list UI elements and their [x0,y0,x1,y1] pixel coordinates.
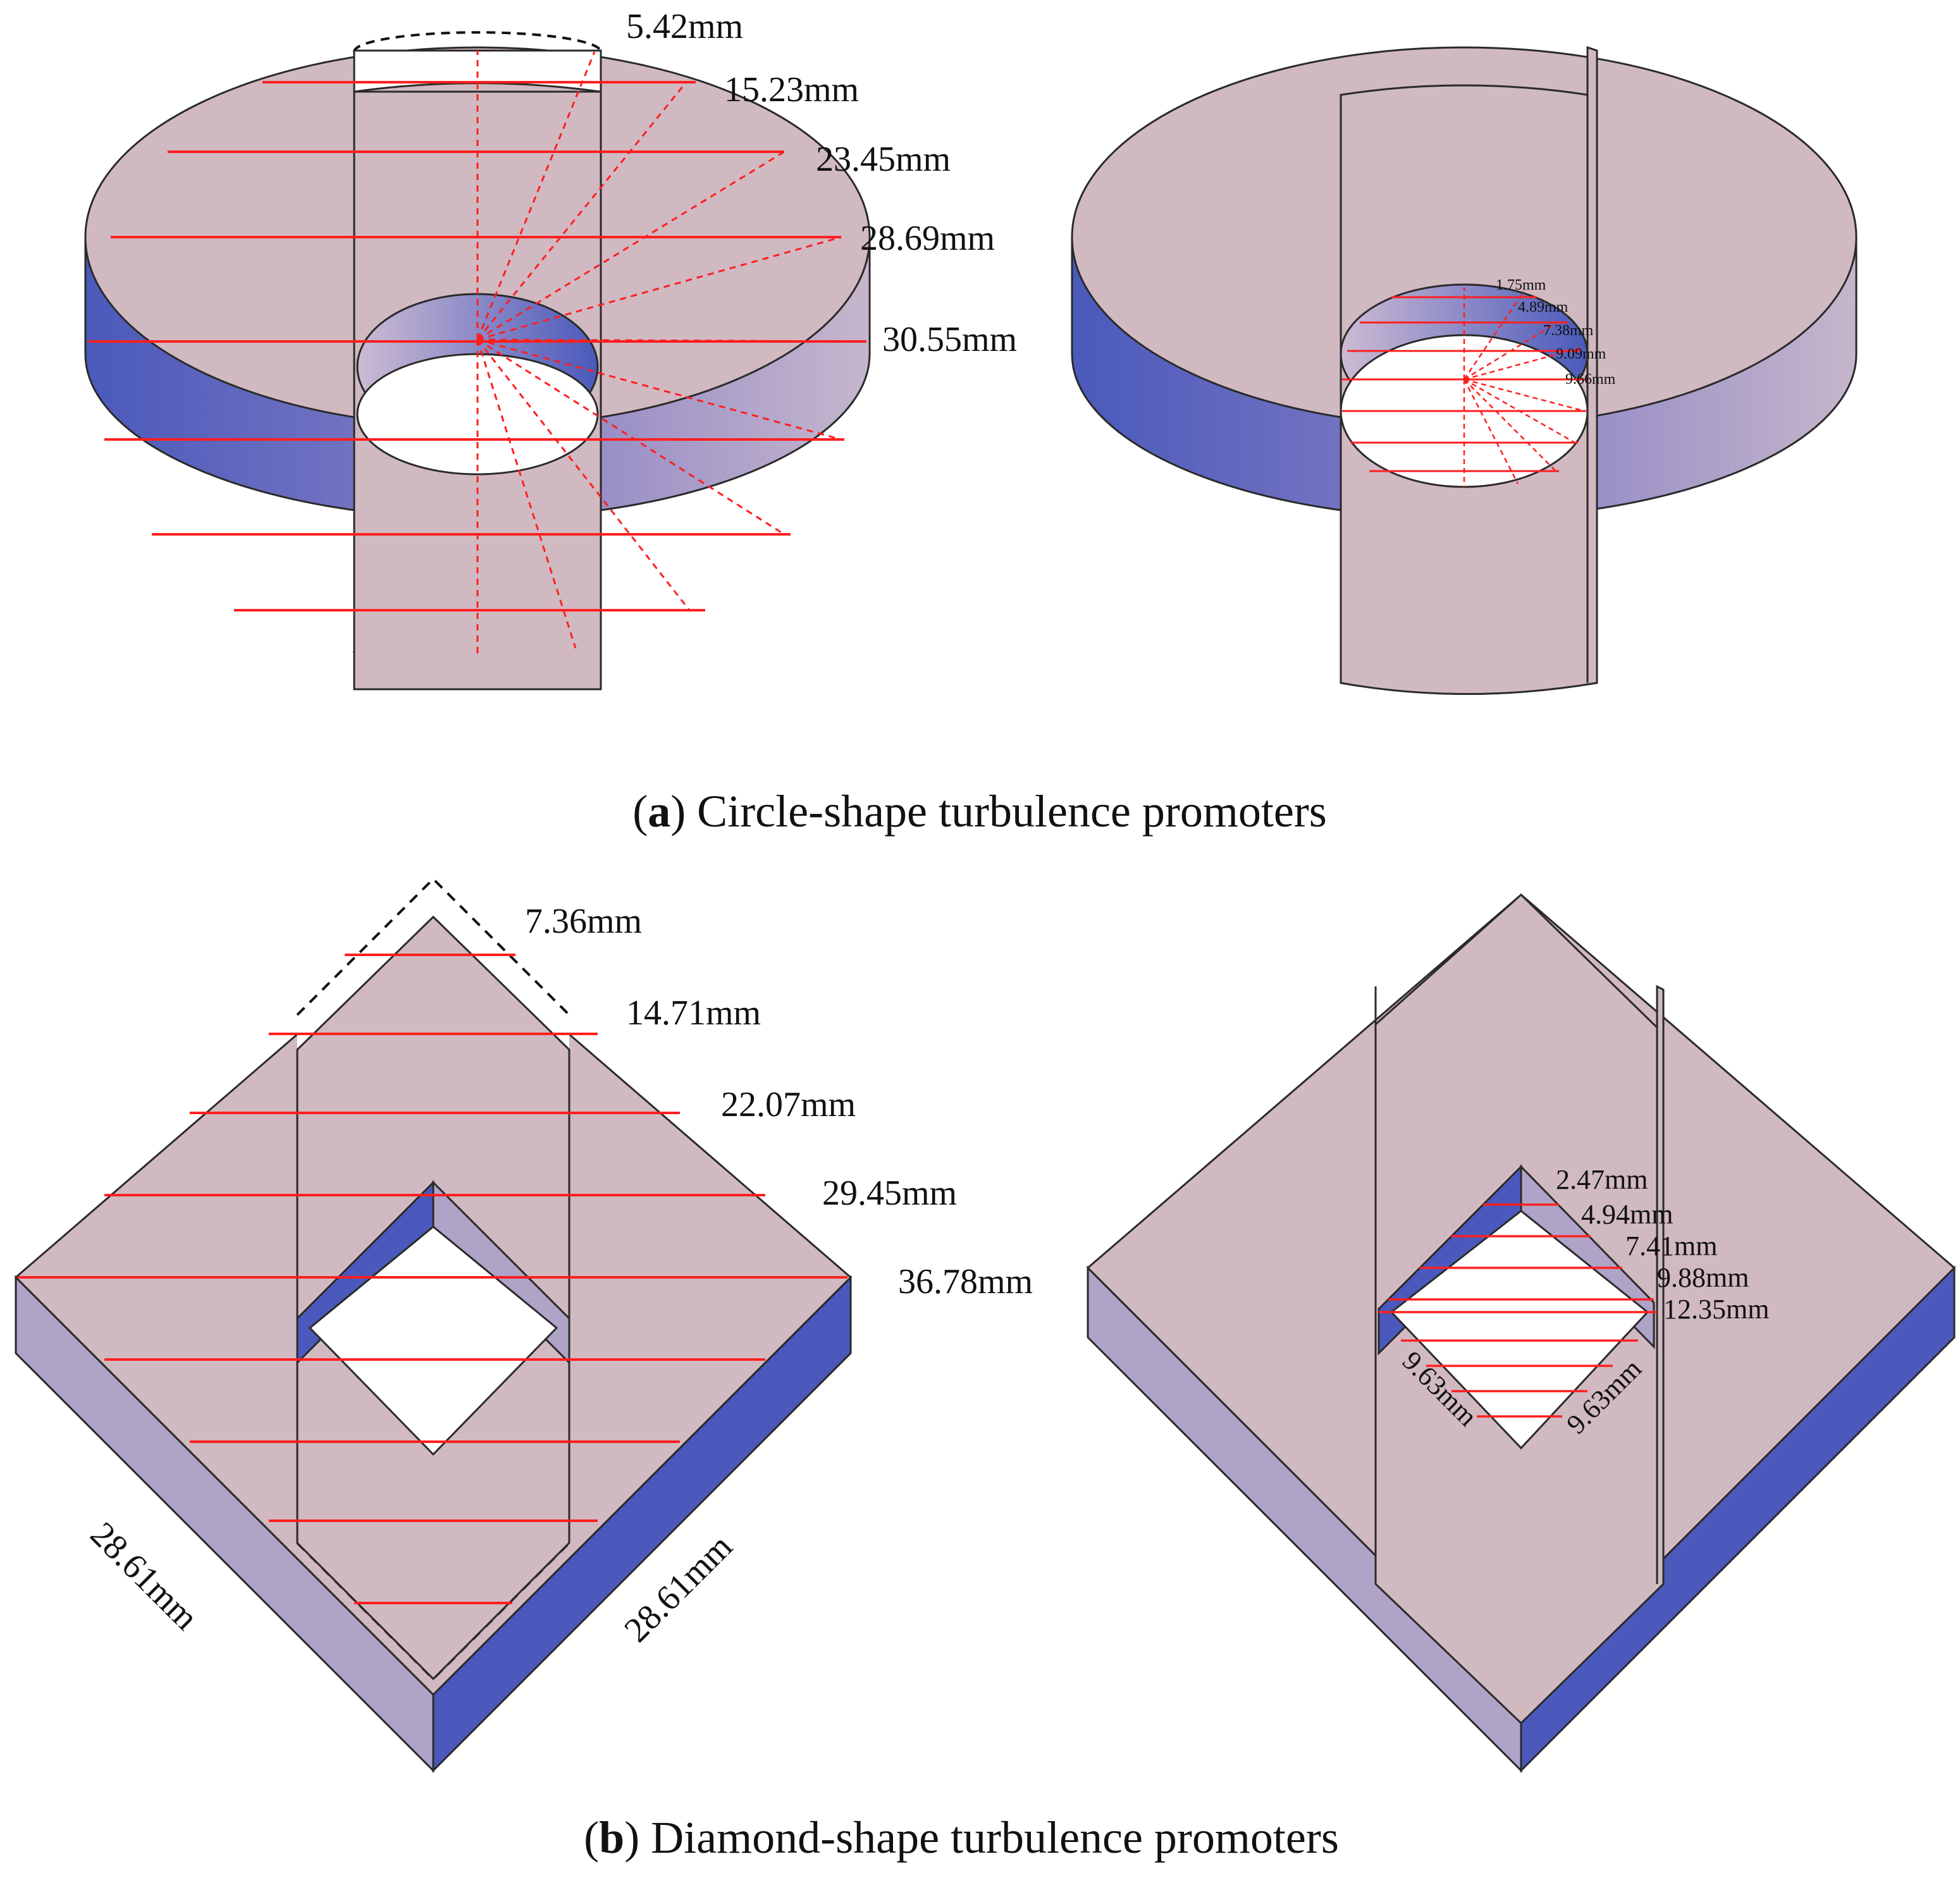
dim-label: 30.55mm [882,320,1017,359]
red-radial-lines [1463,288,1587,487]
dim-label: 22.07mm [721,1085,856,1124]
circle-promoter-right: 1.75mm 4.89mm 7.38mm 9.09mm 9.66mm [1071,46,1858,695]
dim-label: 1.75mm [1496,277,1546,293]
slot-top-notch [297,879,569,1050]
center-hole [308,1225,558,1456]
dim-label: 2.47mm [1556,1164,1648,1195]
red-cut-lines [1379,1203,1657,1418]
caption-a-text: Circle-shape turbulence promoters [697,786,1327,837]
dim-label: 14.71mm [626,993,761,1033]
diamond-promoter-right: 2.47mm 4.94mm 7.41mm 9.88mm 12.35mm 9.63… [1086,893,1956,1773]
dim-label: 9.66mm [1565,371,1616,388]
dim-label: 9.88mm [1657,1262,1749,1293]
dimension-labels-a-right: 1.75mm 4.89mm 7.38mm 9.09mm 9.66mm [1496,277,1616,388]
caption-a-letter: a [648,786,670,837]
dim-label: 4.94mm [1581,1199,1673,1230]
dim-label: 23.45mm [816,140,951,179]
dim-label: 7.36mm [525,902,642,941]
dashed-outline-top [353,31,602,52]
side-dim-label: 28.61mm [83,1514,206,1638]
dashed-outline-top [296,877,570,1016]
dim-label: 4.89mm [1518,299,1569,316]
dim-label: 7.38mm [1543,322,1594,339]
center-hole [1390,1210,1649,1450]
red-cut-lines [89,81,866,611]
dim-label: 15.23mm [724,70,859,109]
red-radial-lines [476,51,867,658]
dim-label: 36.78mm [898,1262,1033,1301]
dim-label: 9.09mm [1556,346,1606,362]
dim-label: 28.69mm [860,219,995,258]
caption-b-letter: b [599,1812,624,1863]
caption-b: (b) Diamond-shape turbulence promoters [584,1812,1339,1863]
red-cut-lines [18,954,847,1604]
caption-b-text: Diamond-shape turbulence promoters [651,1812,1339,1863]
dim-label: 5.42mm [626,7,743,46]
dim-label: 7.41mm [1625,1231,1717,1262]
dim-label: 29.45mm [822,1174,957,1213]
circle-promoter-left: 5.42mm 15.23mm 23.45mm 28.69mm 30.55mm [84,7,1017,691]
caption-a: (a) Circle-shape turbulence promoters [632,786,1327,837]
dimension-labels-a-left: 5.42mm 15.23mm 23.45mm 28.69mm 30.55mm [626,7,1017,359]
dim-label: 12.35mm [1663,1294,1769,1325]
diamond-promoter-left: 7.36mm 14.71mm 22.07mm 29.45mm 36.78mm 2… [14,877,1033,1773]
